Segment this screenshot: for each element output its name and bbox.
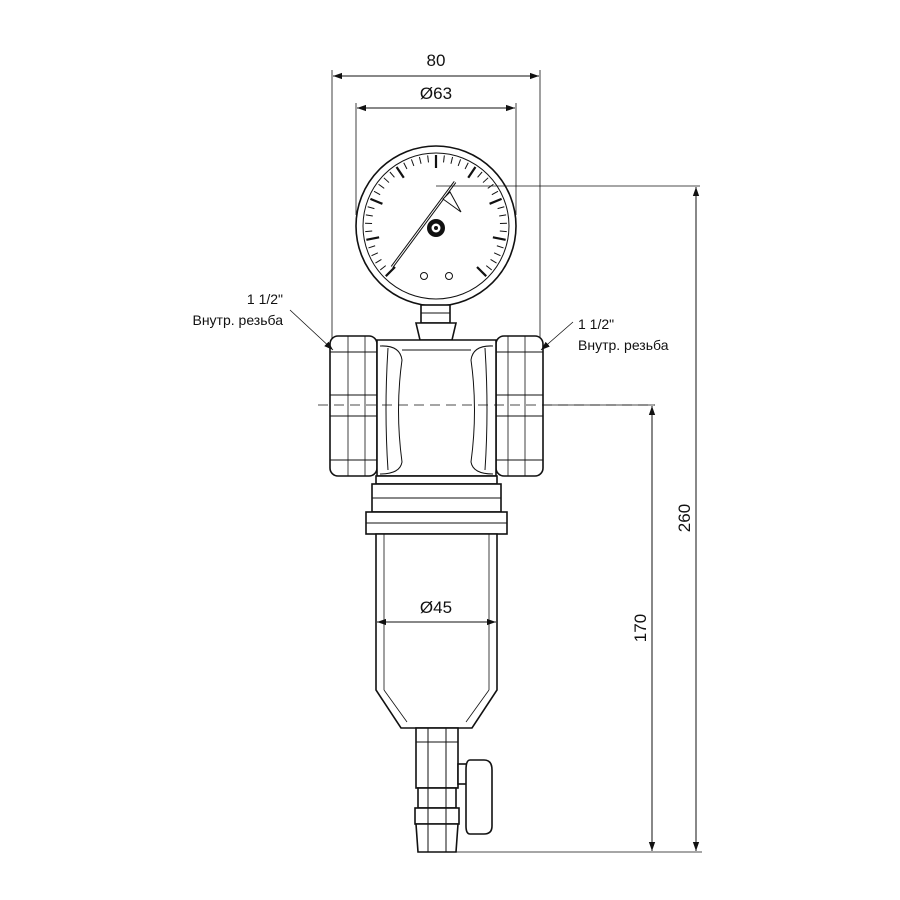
- dimension-overall-height: 260: [456, 187, 702, 853]
- gauge-tick: [467, 166, 477, 179]
- gauge-tick: [379, 265, 387, 271]
- gauge-tick: [383, 177, 390, 183]
- gauge-tick: [395, 166, 405, 179]
- gauge-tick: [371, 252, 379, 257]
- gauge-tick: [365, 214, 373, 217]
- gauge-diameter-label: Ø63: [420, 84, 452, 103]
- axis-to-bottom-label: 170: [631, 614, 650, 642]
- gauge-tick: [457, 159, 462, 167]
- right-thread-callout: 1 1/2" Внутр. резьба: [540, 316, 669, 353]
- gauge-tick: [365, 230, 373, 233]
- bowl-diameter-label: Ø45: [420, 598, 452, 617]
- gauge-tick: [497, 206, 505, 210]
- gauge-tick: [367, 206, 375, 210]
- pressure-gauge: [355, 145, 517, 307]
- gauge-tick: [443, 155, 445, 163]
- gauge-tick: [366, 236, 380, 241]
- gauge-scale-ticks: [365, 155, 507, 277]
- left-thread-type: Внутр. резьба: [192, 312, 283, 328]
- gauge-tick: [368, 245, 376, 249]
- gauge-tick: [490, 259, 497, 264]
- gauge-tick: [378, 183, 385, 189]
- drain-valve-handle: [457, 759, 493, 835]
- gauge-tick: [485, 265, 493, 271]
- gauge-tick: [373, 190, 381, 196]
- gauge-tick: [375, 259, 382, 264]
- overall-width-label: 80: [427, 51, 446, 70]
- dimension-axis-to-bottom: 170: [631, 406, 656, 851]
- gauge-tick: [496, 245, 504, 249]
- left-union-nut: [329, 335, 378, 477]
- filter-bowl: [375, 533, 498, 729]
- left-thread-callout: 1 1/2" Внутр. резьба: [192, 291, 334, 351]
- gauge-tick: [489, 197, 503, 205]
- dimension-bowl-diameter: Ø45: [377, 598, 496, 626]
- gauge-tick: [385, 266, 396, 277]
- gauge-needle: [390, 181, 462, 268]
- gauge-tick: [476, 266, 487, 277]
- dimension-overall-width: 80: [331, 51, 541, 345]
- dimension-gauge-diameter: Ø63: [355, 84, 517, 215]
- gauge-tick: [491, 190, 499, 196]
- gauge-tick: [477, 171, 483, 178]
- gauge-tick: [410, 159, 415, 167]
- gauge-tick: [427, 155, 429, 163]
- right-union-nut: [495, 335, 544, 477]
- right-thread-size: 1 1/2": [578, 316, 614, 332]
- gauge-tick: [464, 162, 469, 170]
- gauge-tick: [499, 214, 507, 217]
- gauge-tick: [450, 156, 454, 164]
- gauge-tick: [499, 230, 507, 233]
- drain-valve: [414, 727, 493, 853]
- gauge-stem: [414, 304, 458, 341]
- gauge-tick: [493, 252, 501, 257]
- filter-body: [329, 335, 544, 477]
- gauge-tick: [389, 171, 395, 178]
- overall-height-label: 260: [675, 504, 694, 532]
- gauge-tick: [482, 177, 489, 183]
- gauge-tick: [369, 197, 383, 205]
- gauge-tick: [403, 162, 408, 170]
- left-thread-size: 1 1/2": [247, 291, 283, 307]
- gauge-tick: [418, 156, 422, 164]
- bowl-collar: [365, 475, 508, 535]
- gauge-tick: [492, 236, 506, 241]
- right-thread-type: Внутр. резьба: [578, 337, 669, 353]
